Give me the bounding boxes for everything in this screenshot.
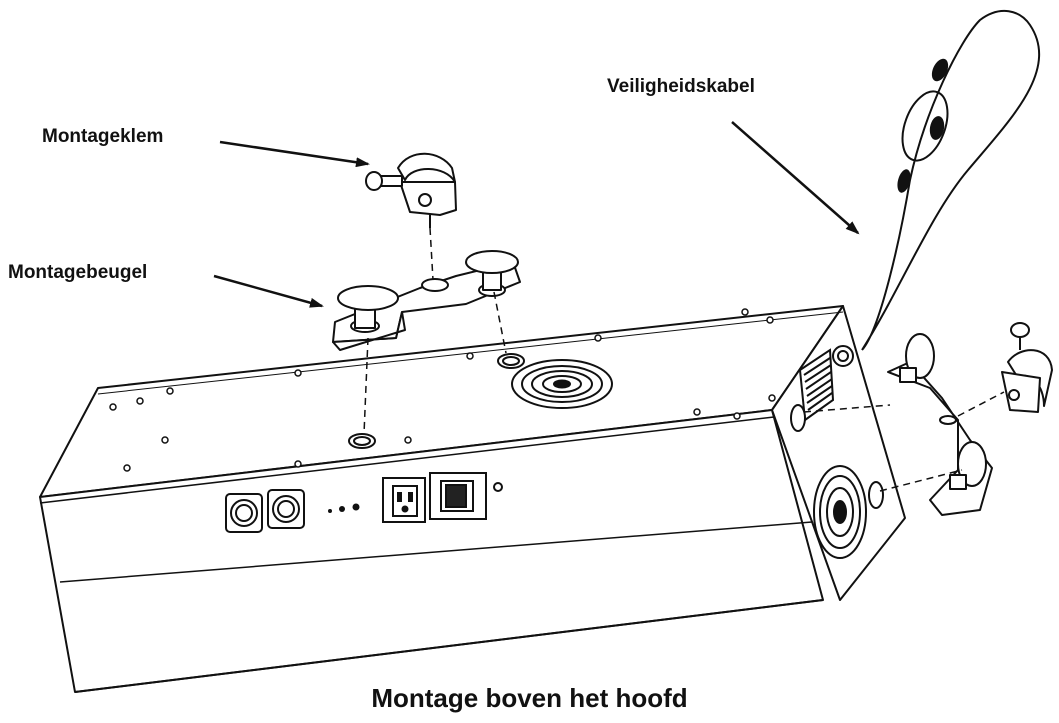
side-mounting-bracket	[887, 333, 993, 516]
mounting-clamp-top	[365, 152, 457, 228]
top-fan-icon	[511, 359, 613, 409]
end-fan-icon	[813, 465, 867, 559]
end-vent-grille	[798, 348, 835, 422]
end-mount-holes	[790, 345, 884, 509]
bracket-label: Montagebeugel	[8, 262, 148, 283]
clamp-label: Montageklem	[42, 126, 164, 147]
indicator-dots	[328, 503, 360, 513]
mounting-bracket	[332, 250, 521, 351]
bracket-mount-holes	[348, 353, 525, 449]
power-outlet-icon	[382, 477, 426, 523]
bracket-arrow	[213, 274, 324, 308]
power-switch-icon	[429, 472, 503, 520]
mounting-clamp-side	[1001, 322, 1053, 413]
dmx-connector-icon	[225, 489, 305, 533]
clamp-arrow	[219, 140, 370, 168]
safety-cable-ferrules	[897, 58, 949, 193]
assembly-guide-lines	[363, 227, 1005, 492]
diagram-caption: Montage boven het hoofd	[371, 683, 688, 713]
safety-cable	[861, 10, 1041, 351]
safety-cable-label: Veiligheidskabel	[607, 76, 755, 97]
safety-cable-arrow	[731, 121, 860, 235]
top-screw-holes	[109, 308, 776, 472]
